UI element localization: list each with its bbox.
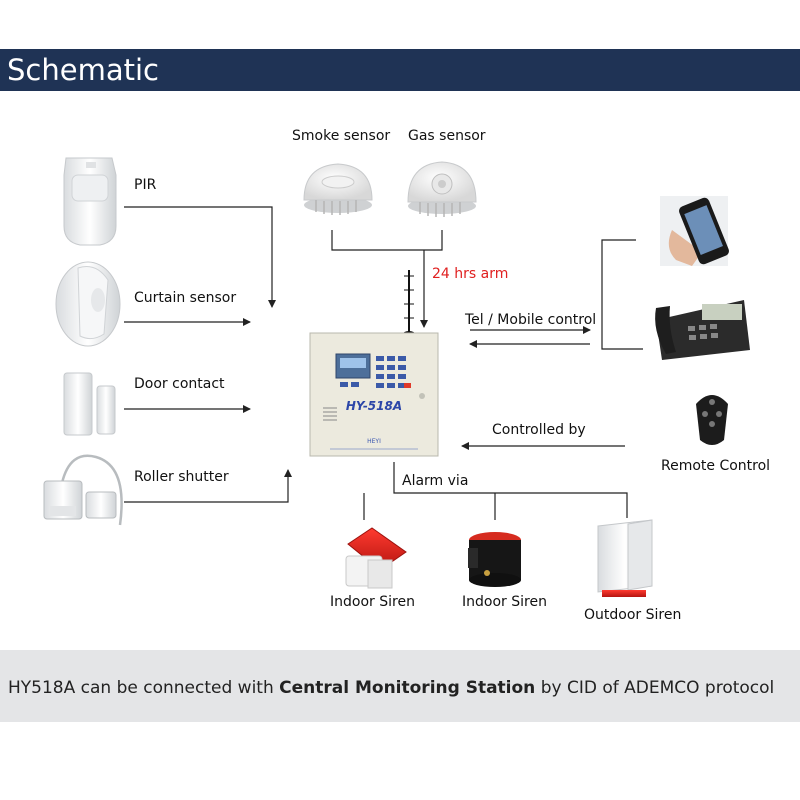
outdoor-siren-icon	[597, 519, 653, 597]
label-outdoor-siren: Outdoor Siren	[584, 607, 682, 623]
footer-prefix: HY518A can be connected with	[8, 678, 280, 698]
label-remote-control: Remote Control	[661, 458, 771, 474]
header-bar: Schematic	[0, 49, 800, 91]
panel-logo: HEYI	[367, 438, 381, 445]
mobile-phone-icon	[660, 196, 729, 266]
label-alarm-via: Alarm via	[402, 473, 469, 489]
roller-line	[124, 469, 292, 503]
indoor-siren-1-icon	[345, 527, 407, 589]
label-pir: PIR	[134, 177, 157, 193]
label-gas-sensor: Gas sensor	[408, 128, 486, 144]
footer-text: HY518A can be connected with Central Mon…	[8, 678, 774, 698]
indoor-siren-2-icon	[468, 532, 521, 587]
alarm-panel: HY-518A HEYI	[309, 270, 439, 457]
label-roller-shutter: Roller shutter	[134, 469, 229, 485]
pir-sensor-icon	[63, 157, 117, 246]
curtain-sensor-icon	[55, 261, 121, 347]
panel-keypad	[376, 356, 406, 388]
panel-brand: HY-518A	[346, 399, 402, 413]
alarm-line	[393, 462, 628, 518]
smoke-gas-line	[331, 230, 443, 251]
tel-bracket	[601, 239, 643, 350]
label-indoor-siren-1: Indoor Siren	[330, 594, 415, 610]
desk-phone-icon	[655, 300, 750, 360]
label-curtain-sensor: Curtain sensor	[134, 290, 237, 306]
label-indoor-siren-2: Indoor Siren	[462, 594, 547, 610]
remote-control-icon	[696, 395, 728, 445]
label-tel-mobile-control: Tel / Mobile control	[465, 312, 597, 328]
door-contact-icon	[63, 372, 116, 436]
footer-banner: HY518A can be connected with Central Mon…	[0, 650, 800, 722]
label-door-contact: Door contact	[134, 376, 225, 392]
page-title: Schematic	[7, 53, 159, 87]
pir-line	[124, 206, 276, 308]
connector-lines	[124, 206, 643, 520]
label-controlled-by: Controlled by	[492, 422, 586, 438]
footer-bold: Central Monitoring Station	[279, 678, 536, 698]
label-smoke-sensor: Smoke sensor	[292, 128, 391, 144]
footer-suffix: by CID of ADEMCO protocol	[535, 678, 775, 698]
roller-shutter-icon	[43, 454, 123, 526]
label-24hrs-arm: 24 hrs arm	[432, 266, 509, 282]
gas-sensor-icon	[407, 161, 477, 217]
smoke-sensor-icon	[303, 163, 373, 215]
